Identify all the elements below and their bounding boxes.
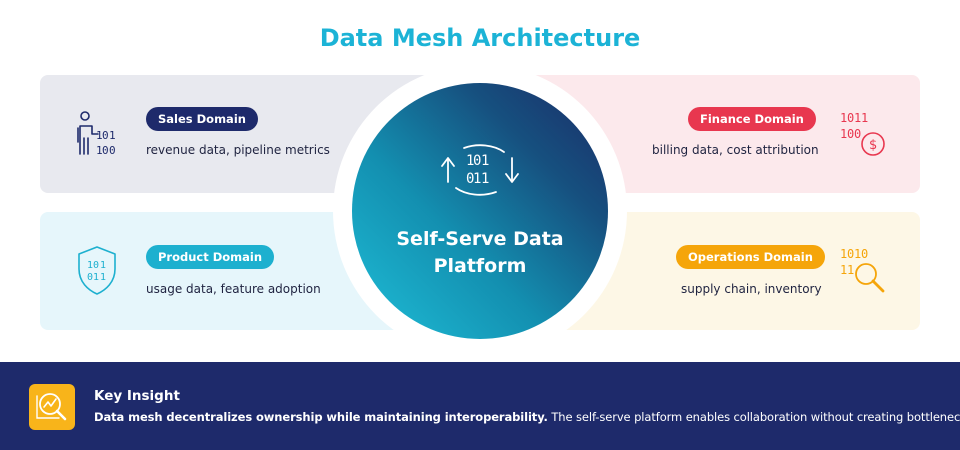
key-insight-banner: Key Insight Data mesh decentralizes owne…: [0, 362, 960, 450]
insight-text-bold: Data mesh decentralizes ownership while …: [94, 410, 548, 424]
svg-text:0: 0: [109, 144, 116, 157]
operations-domain-label: Operations Domain: [676, 245, 825, 269]
chart-magnifier-icon: [36, 393, 67, 421]
insight-icon-tile: [29, 384, 75, 430]
svg-text:0: 0: [102, 129, 109, 142]
svg-text:1: 1: [854, 247, 861, 261]
binary-magnifier-icon: 1 0 1 0 1 1: [840, 247, 885, 293]
svg-text:0: 0: [861, 247, 868, 261]
svg-text:1: 1: [840, 127, 847, 141]
svg-text:1: 1: [96, 129, 103, 142]
hub-label-line2: Platform: [433, 255, 527, 277]
insight-title: Key Insight: [94, 388, 180, 404]
svg-text:1: 1: [100, 260, 106, 271]
finance-domain-description: billing data, cost attribution: [652, 143, 819, 157]
hub-label-line1: Self-Serve Data: [396, 228, 564, 250]
svg-text:1: 1: [87, 260, 93, 271]
svg-text:0: 0: [847, 111, 854, 125]
svg-text:0: 0: [87, 272, 93, 283]
svg-text:1: 1: [481, 153, 489, 169]
sales-domain-description: revenue data, pipeline metrics: [146, 143, 330, 157]
svg-text:1: 1: [840, 263, 847, 277]
product-domain-description: usage data, feature adoption: [146, 282, 321, 296]
svg-text:1: 1: [93, 272, 99, 283]
finance-domain-label: Finance Domain: [688, 107, 816, 131]
page-title: Data Mesh Architecture: [319, 24, 641, 52]
svg-text:0: 0: [847, 247, 854, 261]
shield-binary-icon: 1 0 1 0 1 1: [78, 246, 116, 295]
svg-text:1: 1: [861, 111, 868, 125]
svg-text:1: 1: [854, 111, 861, 125]
binary-sync-icon: 1 0 1 0 1 1: [441, 144, 519, 196]
binary-dollar-icon: 1 0 1 1 1 0 0 $: [840, 111, 885, 156]
svg-text:1: 1: [100, 272, 106, 283]
svg-text:1: 1: [466, 153, 474, 169]
insight-text: Data mesh decentralizes ownership while …: [94, 410, 960, 424]
hub-label: Self-Serve Data Platform: [372, 226, 588, 280]
svg-text:0: 0: [854, 127, 861, 141]
svg-text:0: 0: [473, 153, 481, 169]
svg-text:0: 0: [847, 127, 854, 141]
svg-text:1: 1: [840, 111, 847, 125]
svg-text:$: $: [869, 138, 877, 153]
insight-text-rest: The self-serve platform enables collabor…: [547, 410, 960, 424]
svg-text:0: 0: [466, 171, 474, 187]
svg-text:1: 1: [481, 171, 489, 187]
svg-text:0: 0: [102, 144, 109, 157]
operations-domain-description: supply chain, inventory: [681, 282, 822, 296]
person-binary-icon: 1 0 1 1 0 0: [77, 111, 116, 157]
svg-text:1: 1: [840, 247, 847, 261]
svg-text:1: 1: [847, 263, 854, 277]
self-serve-platform-hub: [352, 83, 608, 339]
svg-text:0: 0: [93, 260, 99, 271]
svg-text:1: 1: [473, 171, 481, 187]
svg-text:1: 1: [96, 144, 103, 157]
product-domain-label: Product Domain: [146, 245, 275, 269]
sales-domain-label: Sales Domain: [146, 107, 258, 131]
svg-text:1: 1: [109, 129, 116, 142]
